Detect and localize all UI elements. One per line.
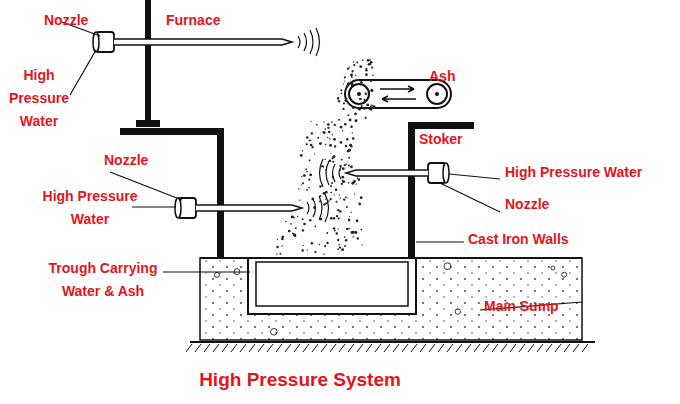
wall-label: Cast Iron Walls	[468, 228, 569, 251]
trough-label: Trough Carrying Water & Ash	[36, 257, 170, 303]
water-inlet-label: High Pressure Water	[30, 185, 150, 231]
furnace-label: Furnace	[166, 9, 220, 32]
ash-label: Ash	[429, 65, 455, 88]
figure-caption: High Pressure System	[0, 369, 600, 391]
water-inlet-label: High Pressure Water	[505, 161, 642, 184]
nozzle-label: Nozzle	[505, 193, 549, 216]
stoker-label: Stoker	[419, 128, 463, 151]
nozzle-label: Nozzle	[44, 9, 88, 32]
sump-label: Main Sump	[484, 295, 559, 318]
water-inlet-label: High Pressure Water	[2, 64, 76, 133]
nozzle-label: Nozzle	[104, 149, 148, 172]
